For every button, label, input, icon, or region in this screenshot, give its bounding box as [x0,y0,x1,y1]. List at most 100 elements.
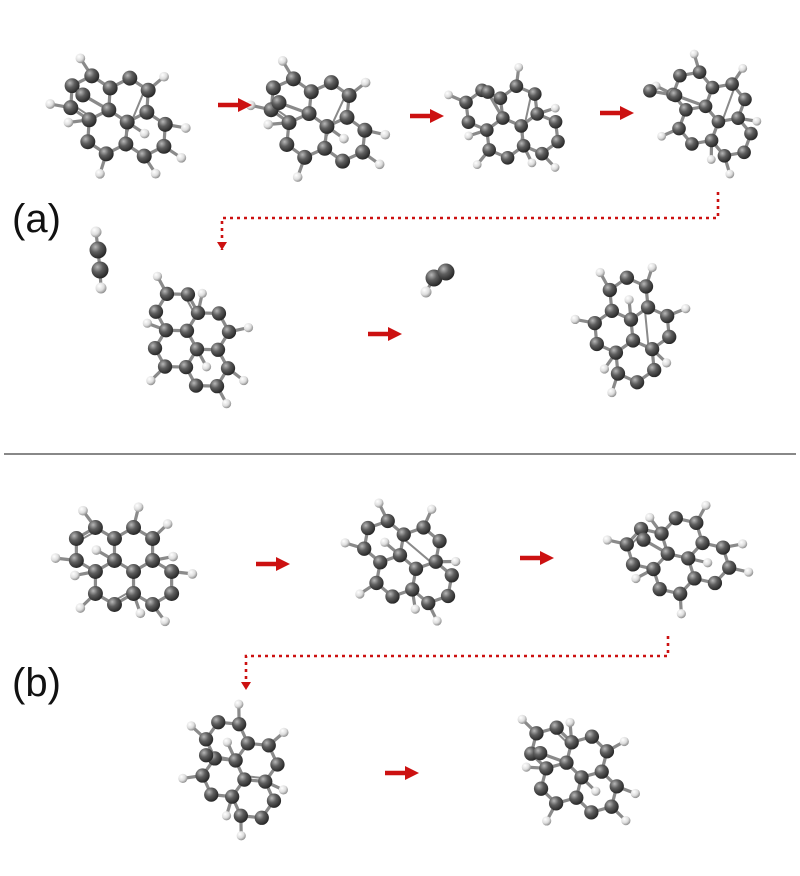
hydrogen-atom [527,158,537,168]
hydrogen-atom [374,159,385,170]
carbon-atom [444,568,459,583]
carbon-atom [629,375,645,390]
carbon-atom [559,755,574,770]
carbon-atom [126,586,142,601]
carbon-atom [106,531,122,546]
carbon-atom [237,772,252,787]
reaction-arrow-a2 [410,109,444,123]
carbon-atom [211,715,226,730]
hydrogen-atom [624,295,634,305]
carbon-atom [643,84,657,98]
carbon-atom [369,575,384,591]
carbon-atom [493,91,508,106]
molecule-b5 [517,714,641,826]
carbon-atom [211,306,227,321]
carbon-atom [604,799,619,814]
carbon-atom [145,531,161,546]
carbon-atom [660,546,675,561]
hydrogen-atom [70,570,80,581]
carbon-atom [679,102,693,117]
double-bond [400,536,435,566]
carbon-atom [106,597,122,612]
carbon-atom [190,305,206,321]
carbon-atom [599,744,615,759]
hydrogen-atom [645,512,655,523]
carbon-atom [539,761,554,776]
hydrogen-atom [162,519,173,529]
carbon-atom [178,359,194,375]
carbon-atom [673,586,688,601]
carbon-atom [98,146,114,162]
carbon-atom [80,134,96,150]
carbon-atom [279,137,295,152]
hydrogen-atom [427,504,437,514]
carbon-atom [692,65,707,80]
carbon-atom [619,270,635,285]
hydrogen-atom [599,364,610,374]
molecule-a1 [45,53,191,179]
hydrogen-atom [90,226,102,238]
hydrogen-atom [292,172,303,182]
carbon-atom [157,116,173,132]
carbon-atom [373,555,388,570]
carbon-atom [672,121,686,136]
carbon-atom [101,102,117,118]
carbon-atom [647,362,662,378]
molecule-a3 [444,62,565,172]
carbon-atom [660,308,675,324]
carbon-atom [564,735,579,750]
carbon-atom [529,726,544,741]
carbon-atom [681,551,696,566]
carbon-atom [530,107,544,121]
hydrogen-atom [176,152,187,163]
molecule-b4 [178,699,289,841]
carbon-atom [335,153,351,169]
hydrogen-atom [187,569,198,579]
carbon-atom [711,114,726,129]
carbon-atom [584,729,600,744]
carbon-atom [357,541,372,556]
hydrogen-atom [279,727,289,738]
hydrogen-atom [738,63,748,73]
hydrogen-atom [159,71,169,82]
carbon-atom [126,520,142,535]
carbon-atom [221,324,237,340]
hydrogen-atom [168,551,178,562]
hydrogen-atom [703,558,713,568]
double-bond [643,306,650,351]
hydrogen-atom [432,616,442,626]
carbon-atom [228,753,243,768]
carbon-atom [609,779,624,794]
hydrogen-atom [621,816,631,826]
carbon-atom [461,115,476,130]
carbon-atom [496,111,510,125]
carbon-atom [687,571,702,586]
molecule-a2 [245,56,391,182]
double-bond [121,87,147,144]
carbon-atom [102,80,118,96]
carbon-atom [528,87,542,101]
carbon-atom [673,68,687,83]
reaction-arrow-a1 [218,98,252,112]
carbon-atom [158,323,174,338]
carbon-atom [204,787,219,802]
hydrogen-atom [360,77,371,88]
carbon-atom [240,736,255,751]
hydrogen-atom [180,123,191,133]
carbon-atom [323,75,339,91]
carbon-atom [533,781,549,796]
arrow-layer [217,98,720,780]
carbon-atom [156,138,172,154]
carbon-atom [625,333,641,348]
carbon-atom [339,109,355,125]
carbon-atom [602,282,617,298]
carbon-atom [122,70,138,86]
hydrogen-atom [514,62,524,72]
hydrogen-atom [78,505,88,516]
hydrogen-atom [550,103,560,113]
hydrogen-atom [45,99,56,109]
carbon-atom [416,520,431,535]
hydrogen-atom [91,545,102,555]
carbon-atom [744,126,758,141]
